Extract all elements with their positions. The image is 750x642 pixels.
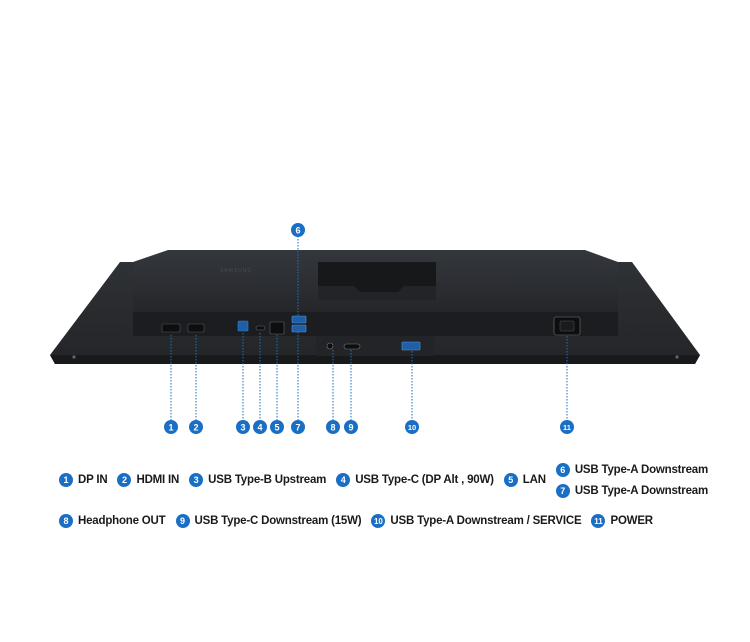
legend-label: USB Type-A Downstream / SERVICE	[390, 515, 582, 527]
legend-label: USB Type-A Downstream	[574, 484, 708, 497]
callout-badge-1: 1	[164, 420, 178, 434]
svg-text:10: 10	[408, 423, 416, 432]
callout-badge-7: 7	[291, 420, 305, 434]
svg-text:6: 6	[295, 226, 300, 236]
legend-item-11: 11 POWER	[591, 514, 653, 528]
port-area	[161, 315, 581, 356]
svg-text:5: 5	[274, 423, 279, 433]
legend-label: POWER	[610, 515, 653, 527]
legend-label: USB Type-C Downstream (15W)	[194, 515, 362, 527]
monitor-body: SAMSUNG	[50, 250, 700, 364]
svg-text:8: 8	[330, 423, 335, 433]
legend-row-2: 8 Headphone OUT 9 USB Type-C Downstream (1…	[59, 514, 663, 528]
legend-item-2: 2 HDMI IN	[117, 473, 179, 487]
headphone-port	[326, 342, 334, 350]
legend-label: HDMI IN	[136, 474, 180, 486]
callout-badge-9: 9	[344, 420, 358, 434]
callout-lines	[170, 236, 568, 420]
legend-number: 10	[371, 514, 386, 528]
callout-badge-3: 3	[236, 420, 250, 434]
callout-badge-6: 6	[291, 223, 305, 237]
hdmi-port	[187, 323, 205, 333]
svg-text:1: 1	[168, 423, 173, 433]
lan-port	[269, 321, 285, 335]
svg-text:2: 2	[193, 423, 198, 433]
callout-badge-5: 5	[270, 420, 284, 434]
callout-badge-2: 2	[189, 420, 203, 434]
legend-item-3: 3 USB Type-B Upstream	[189, 473, 326, 487]
callout-badges: 6 1 2 3 4 5 7 8 9 10 11	[164, 223, 574, 434]
usb-a-port-6	[291, 315, 307, 324]
legend-number: 3	[189, 473, 204, 487]
svg-text:7: 7	[295, 423, 300, 433]
legend-label: USB Type-B Upstream	[208, 474, 327, 486]
legend-item-8: 8 Headphone OUT	[59, 514, 166, 528]
legend-label: DP IN	[78, 474, 108, 486]
legend-number: 5	[503, 473, 518, 487]
dp-port	[161, 323, 181, 333]
callout-badge-10: 10	[405, 420, 419, 434]
legend-item-1: 1 DP IN	[59, 473, 108, 487]
brand-logo: SAMSUNG	[220, 268, 252, 274]
legend-item-9: 9 USB Type-C Downstream (15W)	[175, 514, 362, 528]
legend-label: USB Type-C (DP Alt , 90W)	[355, 474, 494, 486]
callout-badge-8: 8	[326, 420, 340, 434]
legend-item-7: 7 USB Type-A Downstream	[555, 483, 708, 498]
legend-label: Headphone OUT	[78, 515, 166, 527]
legend-number: 9	[175, 514, 190, 528]
legend-number: 7	[555, 483, 570, 498]
legend-number: 2	[117, 473, 132, 487]
svg-text:3: 3	[240, 423, 245, 433]
callout-badge-4: 4	[253, 420, 267, 434]
svg-text:9: 9	[348, 423, 353, 433]
callout-badge-11: 11	[560, 420, 574, 434]
legend-number: 1	[59, 473, 73, 487]
legend-number: 11	[591, 514, 606, 528]
usb-a-port-10	[401, 341, 421, 351]
usb-a-port-7	[291, 324, 307, 333]
legend-item-10: 10 USB Type-A Downstream / SERVICE	[371, 514, 582, 528]
usb-b-port	[237, 320, 249, 332]
legend-item-4: 4 USB Type-C (DP Alt , 90W)	[336, 473, 494, 487]
legend-item-6: 6 USB Type-A Downstream	[555, 462, 708, 477]
svg-text:4: 4	[257, 423, 262, 433]
usb-c-port-9	[343, 343, 361, 350]
usb-c-port	[255, 325, 266, 331]
legend-number: 6	[555, 462, 570, 477]
legend-label: USB Type-A Downstream	[574, 463, 708, 476]
legend-item-5: 5 LAN	[503, 473, 546, 487]
legend-number: 4	[336, 473, 351, 487]
legend-number: 8	[59, 514, 73, 528]
legend-label: LAN	[522, 474, 546, 486]
svg-text:11: 11	[563, 423, 571, 432]
